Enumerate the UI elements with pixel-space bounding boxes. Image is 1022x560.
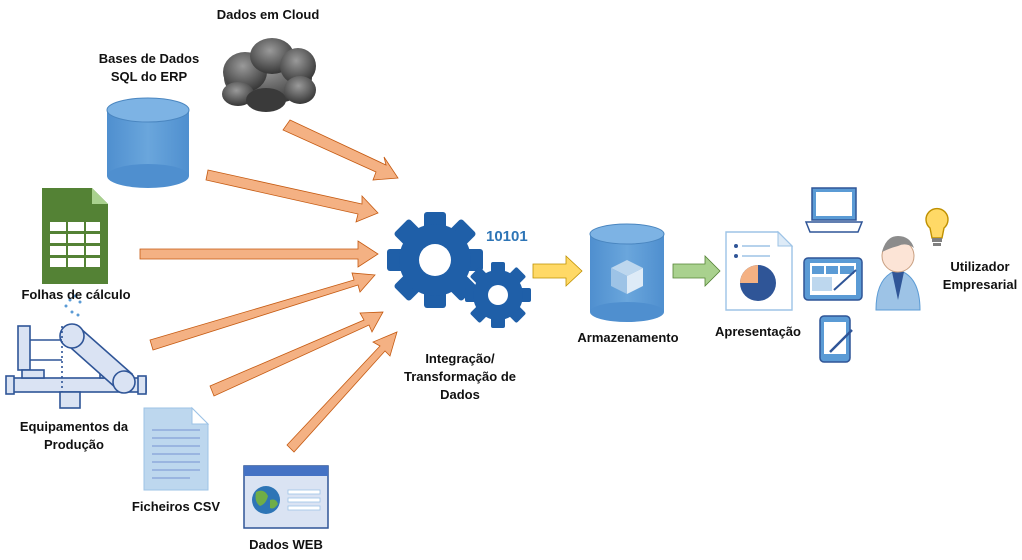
arrow-csv-to-integration <box>209 311 384 397</box>
integration-label-line3: Dados <box>440 387 480 402</box>
web-label-text: Dados WEB <box>249 537 323 552</box>
csv-file-icon <box>143 406 210 491</box>
web-browser-icon <box>243 465 329 529</box>
business-user-icon <box>875 236 921 311</box>
large-gear <box>387 212 483 308</box>
equipment-label: Equipamentos da Produção <box>4 418 144 454</box>
integration-gears-icon <box>387 212 531 328</box>
report-icon <box>725 230 794 311</box>
tablet-dashboard-icon <box>803 257 863 301</box>
user-label-line1: Utilizador <box>950 259 1010 274</box>
storage-label-text: Armazenamento <box>577 330 679 345</box>
laptop-icon <box>804 187 864 233</box>
csv-label: Ficheiros CSV <box>114 498 238 516</box>
sql-label: Bases de Dados SQL do ERP <box>84 50 214 86</box>
cloud-icon <box>222 38 316 112</box>
phone-stylus-icon <box>819 315 853 363</box>
small-gear <box>465 262 531 328</box>
presentation-label: Apresentação <box>702 323 814 341</box>
binary-code-text: 10101 <box>486 228 528 245</box>
spreadsheet-label: Folhas de cálculo <box>6 286 146 304</box>
presentation-label-text: Apresentação <box>715 324 801 339</box>
sql-database-icon <box>106 97 190 188</box>
csv-label-text: Ficheiros CSV <box>131 499 221 514</box>
arrow-equipment-to-integration <box>149 272 376 351</box>
production-equipment-icon <box>5 323 147 409</box>
binary-code-label: 10101 <box>486 228 528 245</box>
production-sparks <box>64 294 82 317</box>
spreadsheet-icon <box>42 188 108 284</box>
spreadsheet-label-text: Folhas de cálculo <box>21 287 131 302</box>
cloud-label-text: Dados em Cloud <box>216 7 320 22</box>
arrow-integration-to-storage <box>532 255 583 287</box>
cube-icon <box>611 260 643 294</box>
storage-label: Armazenamento <box>566 329 690 347</box>
equipment-label-line2: Produção <box>44 437 104 452</box>
arrow-sql-to-integration <box>205 169 379 223</box>
arrow-cloud-to-integration <box>282 119 399 181</box>
source-arrows <box>139 119 399 453</box>
web-label: Dados WEB <box>226 536 346 554</box>
sql-label-line1: Bases de Dados <box>98 51 200 66</box>
lightbulb-icon <box>925 207 949 246</box>
integration-label: Integração/ Transformação de Dados <box>380 350 540 404</box>
integration-label-line1: Integração/ <box>425 351 495 366</box>
storage-database-icon <box>589 223 665 322</box>
arrow-spreadsheet-to-integration <box>139 240 379 268</box>
user-label-line2: Empresarial <box>942 277 1018 292</box>
arrow-storage-to-presentation <box>672 255 721 287</box>
sql-label-line2: SQL do ERP <box>110 69 188 84</box>
cloud-label: Dados em Cloud <box>196 6 340 24</box>
arrow-web-to-integration <box>286 331 398 453</box>
integration-label-line2: Transformação de <box>404 369 516 384</box>
user-label: Utilizador Empresarial <box>938 258 1022 294</box>
equipment-label-line1: Equipamentos da <box>19 419 129 434</box>
